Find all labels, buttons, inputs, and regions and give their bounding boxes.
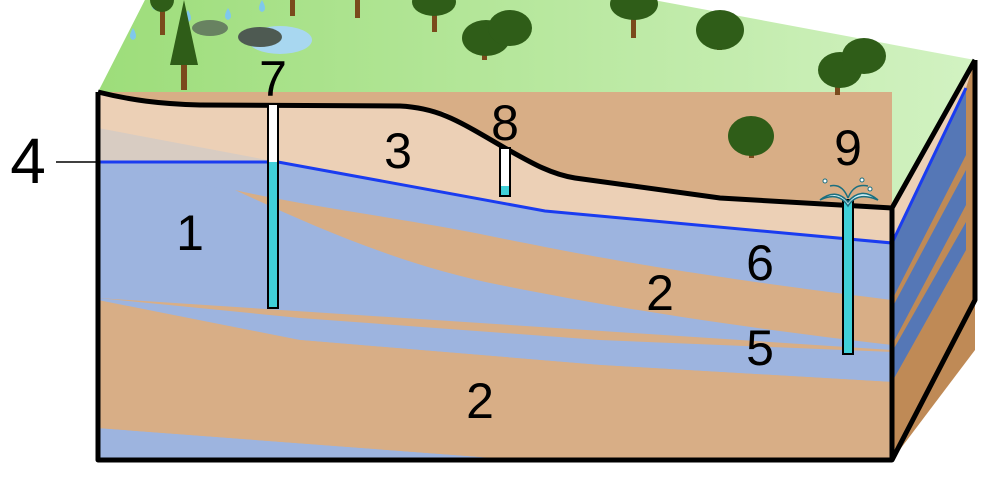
label-perched-aquifer-6: 6 [746, 235, 774, 291]
well-7 [268, 104, 278, 308]
label-confined-aquifer-5: 5 [746, 320, 774, 376]
tree-icon [290, 0, 295, 16]
label-aquifer-1: 1 [176, 205, 204, 261]
label-water-table-4: 4 [10, 125, 46, 197]
label-unsaturated-3: 3 [384, 123, 412, 179]
label-well-8: 8 [491, 95, 519, 151]
label-aquitard-2-lower: 2 [466, 373, 494, 429]
well-8 [500, 148, 510, 196]
label-well-7: 7 [259, 51, 287, 107]
label-aquitard-2-upper: 2 [646, 265, 674, 321]
tree-icon [696, 10, 744, 50]
tree-icon [355, 0, 360, 18]
label-artesian-well-9: 9 [834, 120, 862, 176]
